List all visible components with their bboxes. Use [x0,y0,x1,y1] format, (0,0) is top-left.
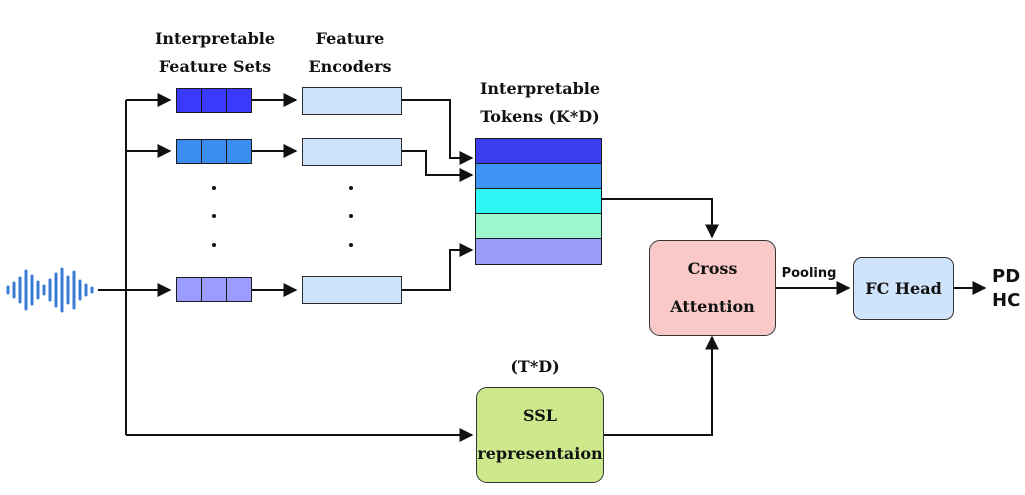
feature-encoder-2 [302,138,402,166]
feature-encoders-label: Feature Encoders [308,29,392,76]
pooling-label: Pooling [781,266,837,281]
feature-sets-label: Interpretable Feature Sets [154,29,276,76]
wire-enc1-to-tokens [402,99,474,165]
ssl-representation-box: SSL representaion [476,387,604,483]
token-row-3 [476,189,601,214]
tokens-label: Interpretable Tokens (K*D) [479,79,601,126]
ellipsis-dot [212,214,216,218]
feature-set-n [176,277,252,302]
wire-encn-to-tokens [402,243,474,291]
ellipsis-dot [212,243,216,247]
feature-set-2 [176,139,252,164]
output-hc-label: HC [992,290,1021,311]
cross-attention-box: Cross Attention [649,240,776,336]
wire-enc2-to-tokens [402,150,474,182]
output-pd-label: PD [992,266,1021,287]
token-row-5 [476,239,601,264]
token-stack [475,138,602,265]
ssl-representation-label: SSL representaion [477,406,603,463]
ellipsis-dot [349,214,353,218]
token-row-1 [476,139,601,164]
ellipsis-dot [349,186,353,190]
fc-head-box: FC Head [853,257,954,320]
feature-set-1 [176,88,252,113]
ssl-dims-label: (T*D) [510,357,560,376]
feature-encoder-n [302,276,402,304]
token-row-4 [476,214,601,239]
wire-tokens-to-attention [602,198,719,239]
cross-attention-label: Cross Attention [670,259,755,316]
audio-waveform-icon [6,267,94,313]
fc-head-label: FC Head [865,279,942,298]
ellipsis-dot [212,186,216,190]
feature-encoder-1 [302,87,402,115]
wire-ssl-to-attention [604,335,719,436]
ellipsis-dot [349,243,353,247]
token-row-2 [476,164,601,189]
